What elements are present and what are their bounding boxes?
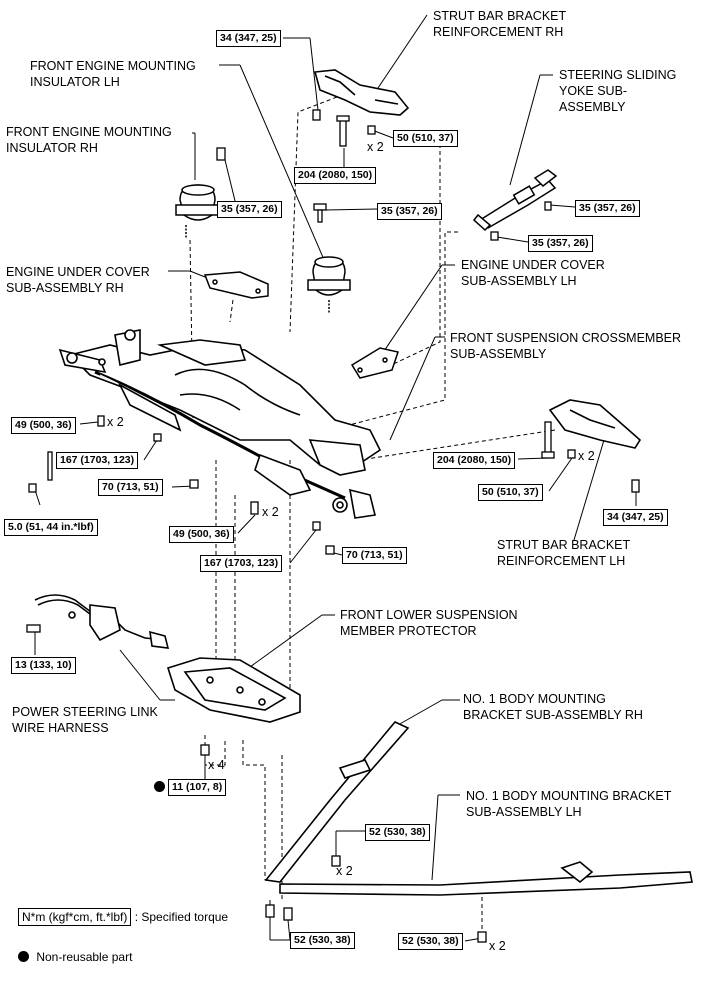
- torque-box: 167 (1703, 123): [56, 452, 139, 469]
- torque-box: 52 (530, 38): [398, 933, 463, 950]
- label-front-engine-mount-lh: FRONT ENGINE MOUNTING INSULATOR LH: [30, 59, 196, 89]
- torque-box: 204 (2080, 150): [433, 452, 516, 469]
- label-front-engine-mount-rh: FRONT ENGINE MOUNTING INSULATOR RH: [6, 125, 172, 155]
- legend-nonreusable: Non-reusable part: [18, 950, 132, 964]
- legend-torque-box: N*m (kgf*cm, ft.*lbf): [18, 908, 132, 926]
- label-engine-under-cover-rh: ENGINE UNDER COVER SUB-ASSEMBLY RH: [6, 265, 150, 295]
- label-body-mount-rh: NO. 1 BODY MOUNTING BRACKET SUB-ASSEMBLY…: [463, 692, 643, 722]
- label-power-steering-link: POWER STEERING LINK WIRE HARNESS: [12, 705, 158, 735]
- torque-box: 35 (357, 26): [377, 203, 442, 220]
- torque-box: 204 (2080, 150): [294, 167, 377, 184]
- torque-box: 34 (347, 25): [216, 30, 281, 47]
- torque-box: 167 (1703, 123): [200, 555, 283, 572]
- label-front-suspension-crossmember: FRONT SUSPENSION CROSSMEMBER SUB-ASSEMBL…: [450, 331, 682, 361]
- quantity-mark: x 2: [367, 140, 384, 154]
- label-engine-under-cover-lh: ENGINE UNDER COVER SUB-ASSEMBLY LH: [461, 258, 605, 288]
- label-strut-bar-bracket-rh: STRUT BAR BRACKET REINFORCEMENT RH: [433, 9, 567, 39]
- quantity-mark: x 2: [262, 505, 279, 519]
- torque-box: 13 (133, 10): [11, 657, 76, 674]
- legend-nonreusable-text: Non-reusable part: [36, 950, 133, 964]
- torque-box: 35 (357, 26): [575, 200, 640, 217]
- quantity-mark: x 2: [107, 415, 124, 429]
- torque-box: 50 (510, 37): [393, 130, 458, 147]
- label-front-lower-susp-protector: FRONT LOWER SUSPENSION MEMBER PROTECTOR: [340, 608, 518, 638]
- legend-torque: N*m (kgf*cm, ft.*lbf) : Specified torque: [18, 908, 229, 926]
- torque-box: 70 (713, 51): [342, 547, 407, 564]
- quantity-mark: x 4: [208, 758, 225, 772]
- torque-box: 11 (107, 8): [168, 779, 227, 796]
- torque-box: 70 (713, 51): [98, 479, 163, 496]
- bullet-dot-icon: [18, 951, 29, 962]
- torque-box: 34 (347, 25): [603, 509, 668, 526]
- legend-torque-desc: : Specified torque: [134, 910, 229, 924]
- torque-box: 35 (357, 26): [217, 201, 282, 218]
- torque-box: 5.0 (51, 44 in.*lbf): [4, 519, 98, 536]
- torque-box: 52 (530, 38): [290, 932, 355, 949]
- label-body-mount-lh: NO. 1 BODY MOUNTING BRACKET SUB-ASSEMBLY…: [466, 789, 672, 819]
- quantity-mark: x 2: [489, 939, 506, 953]
- torque-box: 35 (357, 26): [528, 235, 593, 252]
- label-steering-yoke: STEERING SLIDING YOKE SUB- ASSEMBLY: [559, 68, 677, 114]
- torque-box: 49 (500, 36): [11, 417, 76, 434]
- label-strut-bar-bracket-lh: STRUT BAR BRACKET REINFORCEMENT LH: [497, 538, 631, 568]
- quantity-mark: x 2: [578, 449, 595, 463]
- torque-box: 52 (530, 38): [365, 824, 430, 841]
- torque-box: 50 (510, 37): [478, 484, 543, 501]
- torque-box: 49 (500, 36): [169, 526, 234, 543]
- quantity-mark: x 2: [336, 864, 353, 878]
- non-reusable-dot-icon: [154, 781, 165, 792]
